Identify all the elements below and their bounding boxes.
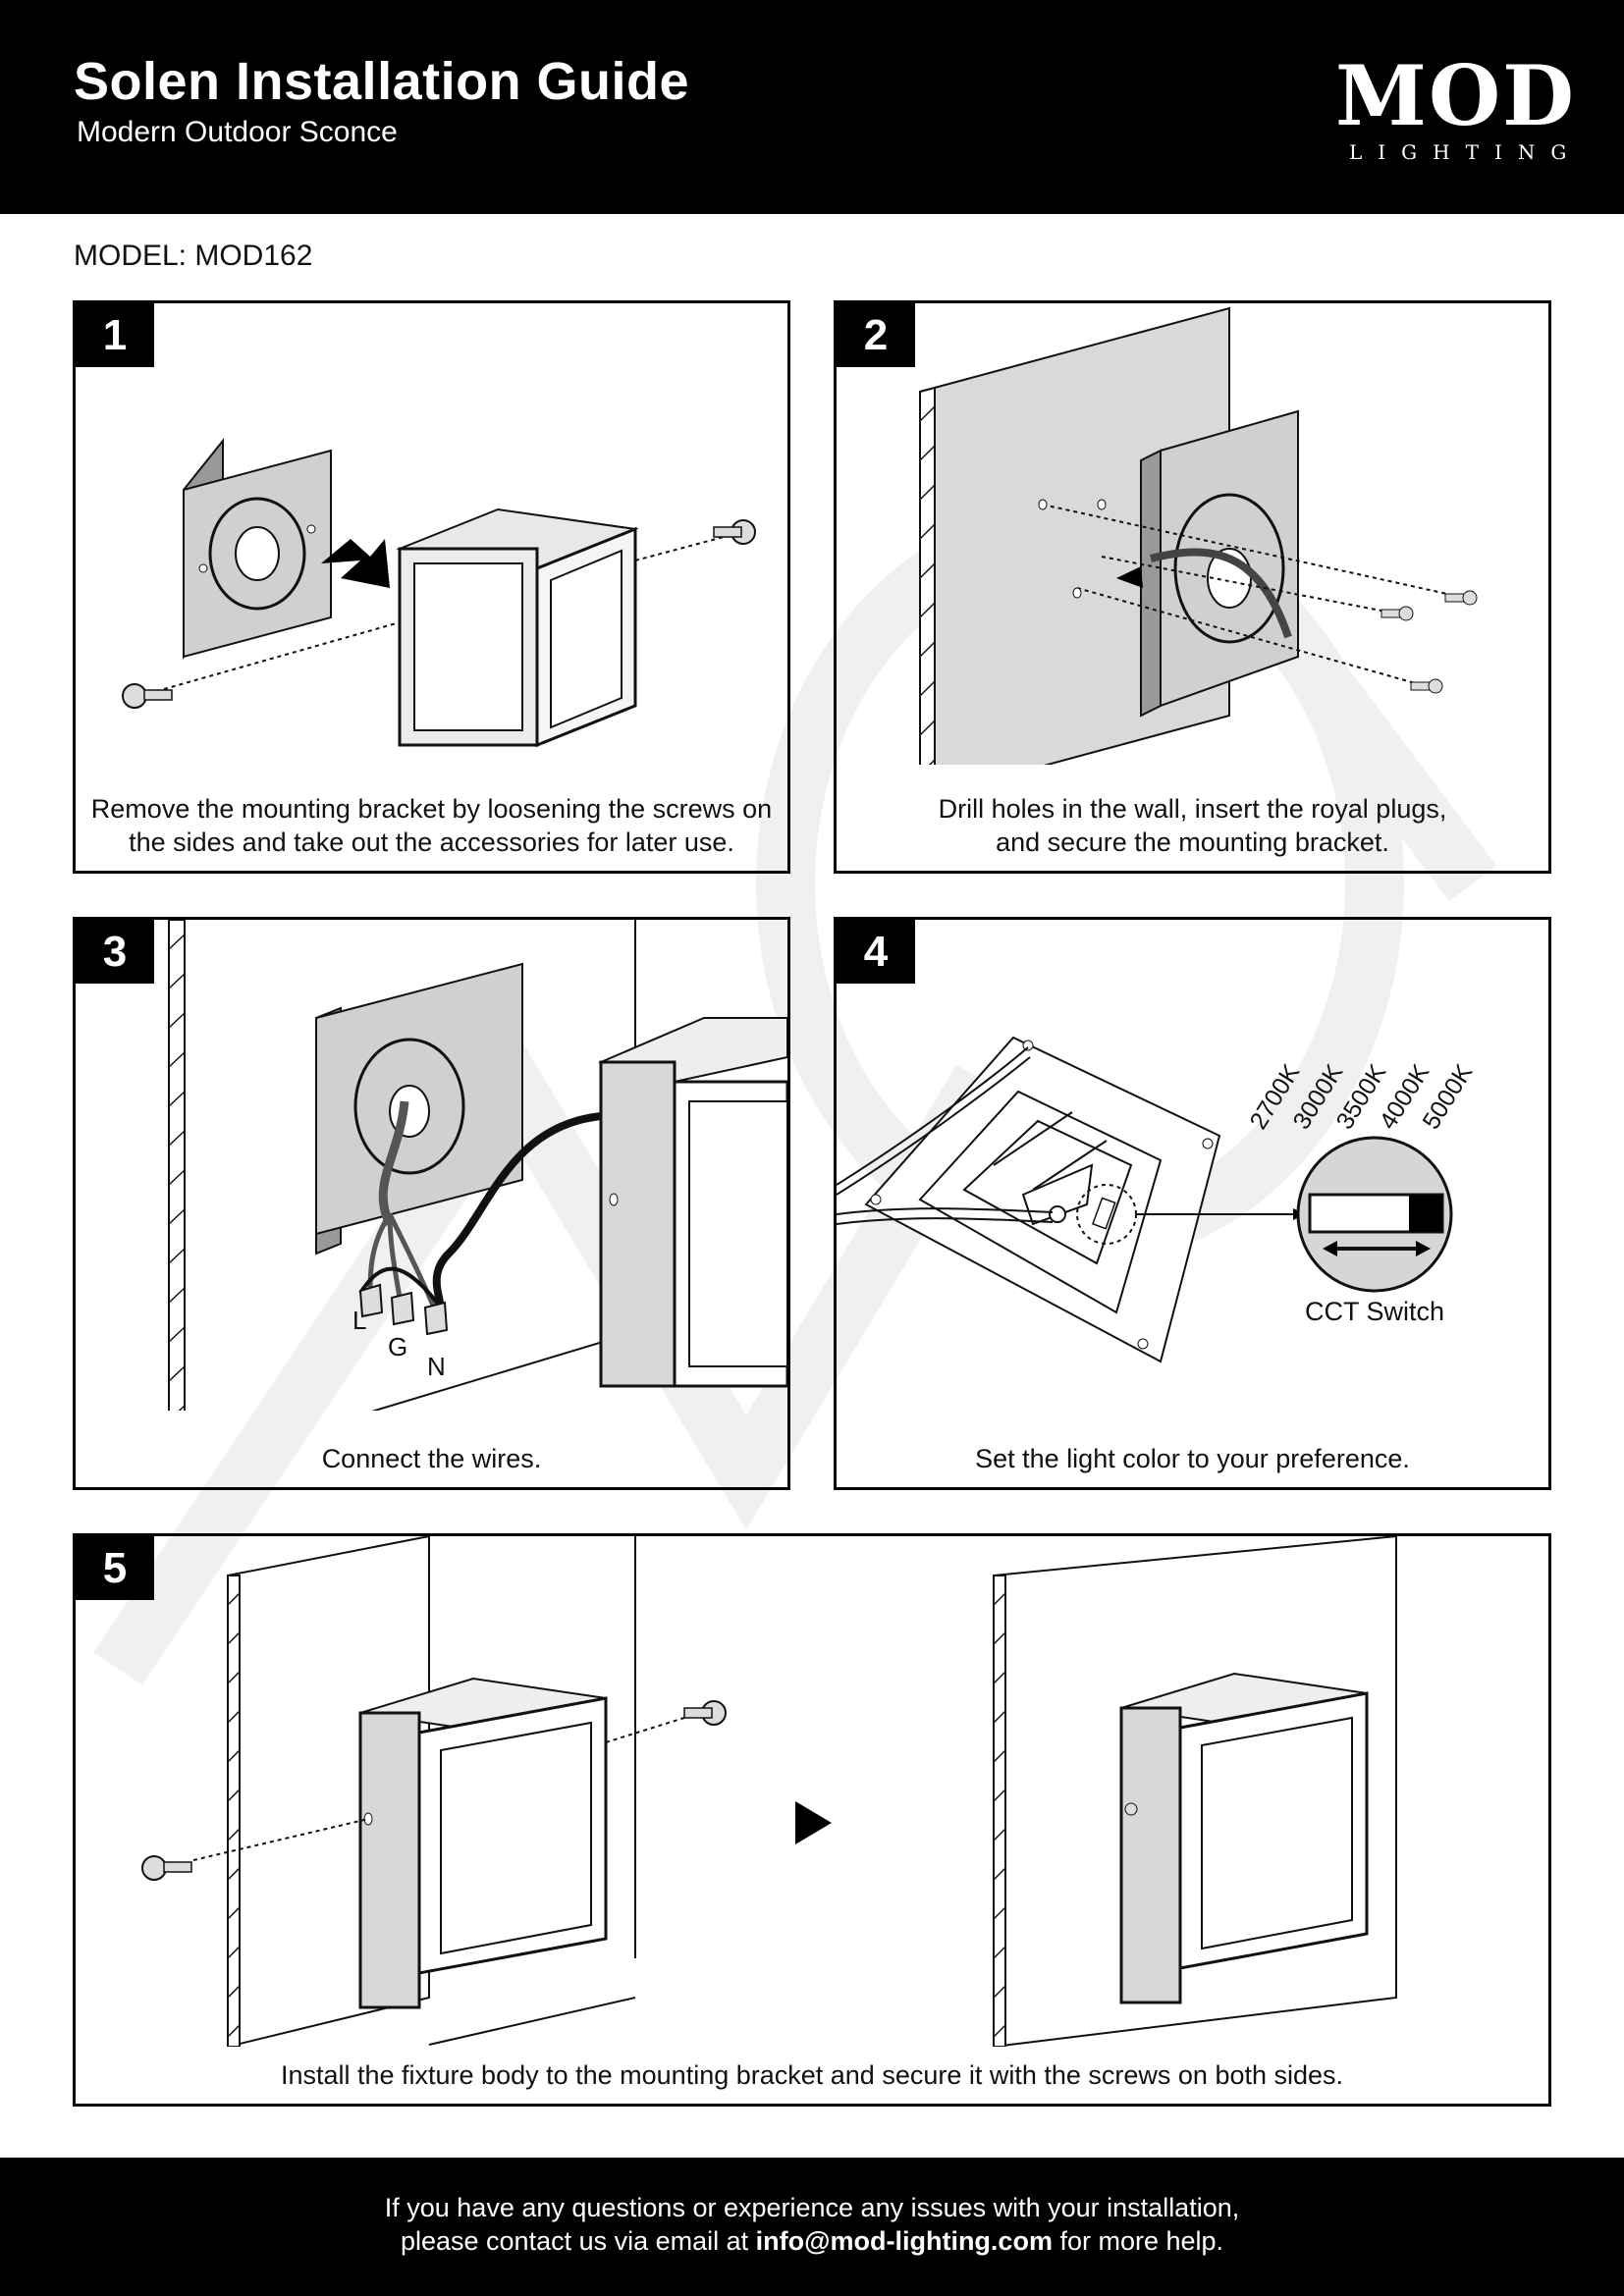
step-5-panel: 5 [73, 1533, 1551, 2107]
step-3-panel: 3 L [73, 917, 790, 1490]
logo-main-text: MOD [1335, 47, 1576, 144]
step-2-caption: Drill holes in the wall, insert the roya… [837, 792, 1548, 859]
footer-bar: If you have any questions or experience … [0, 2158, 1624, 2296]
footer-line2-suffix: for more help. [1052, 2226, 1224, 2256]
model-number: MODEL: MOD162 [74, 240, 313, 272]
page-subtitle: Modern Outdoor Sconce [77, 116, 398, 148]
mod-lighting-logo: MOD LIGHTING [1335, 47, 1576, 164]
step-5-caption: Install the fixture body to the mounting… [280, 2060, 1344, 2090]
header-bar: Solen Installation Guide Modern Outdoor … [0, 0, 1624, 214]
step-5-number: 5 [76, 1536, 154, 1600]
logo-sub-text: LIGHTING [1349, 140, 1583, 164]
wire-label-g: G [388, 1332, 408, 1362]
wire-label-l: L [352, 1306, 367, 1335]
step-3-caption: Connect the wires. [321, 1444, 542, 1473]
step-1-panel: 1 Remove the mounting bracket by looseni… [73, 300, 790, 874]
step-4-panel: 4 2700K 3000K 3500K 4000K 5000K CCT S [834, 917, 1551, 1490]
step-2-panel: 2 Drill holes in the wall, [834, 300, 1551, 874]
cct-switch-label: CCT Switch [1304, 1297, 1445, 1326]
step-1-illustration [122, 438, 756, 748]
step-4-caption: Set the light color to your preference. [975, 1444, 1410, 1473]
step-3-illustration [168, 920, 787, 1411]
footer-text: If you have any questions or experience … [0, 2191, 1624, 2258]
step-2-illustration [919, 306, 1478, 765]
step-2-caption-line1: Drill holes in the wall, insert the roya… [938, 794, 1447, 824]
footer-line1: If you have any questions or experience … [384, 2193, 1240, 2222]
step-1-number: 1 [76, 303, 154, 367]
step-5-illustration [141, 1536, 1397, 2047]
step-4-number: 4 [837, 920, 915, 984]
wire-label-n: N [427, 1352, 446, 1381]
footer-line2: please contact us via email at info@mod-… [0, 2224, 1624, 2258]
support-email-link[interactable]: info@mod-lighting.com [755, 2226, 1053, 2256]
footer-line2-prefix: please contact us via email at [400, 2226, 756, 2256]
step-2-caption-line2: and secure the mounting bracket. [996, 828, 1389, 857]
step-1-caption-line1: Remove the mounting bracket by loosening… [90, 794, 773, 824]
step-3-number: 3 [76, 920, 154, 984]
step-1-caption-line2: the sides and take out the accessories f… [129, 828, 734, 857]
step-2-number: 2 [837, 303, 915, 367]
page-title: Solen Installation Guide [74, 52, 690, 111]
step-1-caption: Remove the mounting bracket by loosening… [76, 792, 787, 859]
step-4-illustration [837, 1036, 1453, 1363]
